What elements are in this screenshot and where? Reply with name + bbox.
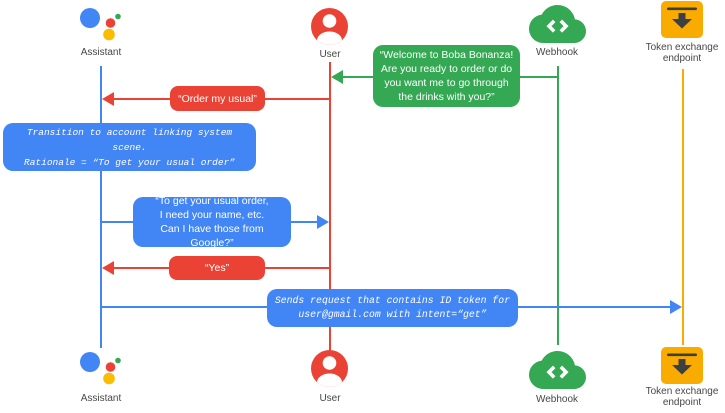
webhook-icon (529, 5, 586, 43)
transition-note: Transition to account linking system sce… (3, 123, 256, 171)
user-label-top: User (319, 49, 341, 60)
token-endpoint-lifeline (682, 69, 684, 345)
webhook-label-bottom: Webhook (535, 394, 579, 405)
welcome-arrowhead (331, 70, 343, 84)
ask-google-message: “To get your usual order, I need your na… (133, 195, 291, 249)
user-lifeline (329, 62, 331, 351)
yes-arrowhead (102, 261, 114, 275)
user-icon (311, 8, 348, 45)
webhook-icon (529, 351, 586, 389)
assistant-label-bottom: Assistant (80, 393, 122, 404)
assistant-lifeline (100, 66, 102, 348)
token-endpoint-label-bottom: Token exchange endpoint (645, 386, 719, 408)
sends-request-message: Sends request that contains ID token for… (267, 289, 518, 327)
user-label-bottom: User (319, 393, 341, 404)
webhook-lifeline (557, 66, 559, 345)
token-endpoint-icon (661, 1, 703, 38)
user-icon (311, 350, 348, 387)
welcome-message: “Welcome to Boba Bonanza! Are you ready … (373, 45, 520, 107)
assistant-label-top: Assistant (80, 47, 122, 58)
ask-google-arrowhead (317, 215, 329, 229)
sends-request-arrowhead (670, 300, 682, 314)
assistant-icon (80, 8, 121, 41)
assistant-icon (80, 352, 121, 385)
order-usual-message: “Order my usual” (170, 86, 265, 111)
yes-message: “Yes” (169, 256, 265, 280)
order-usual-arrowhead (102, 92, 114, 106)
webhook-label-top: Webhook (535, 47, 579, 58)
token-endpoint-label-top: Token exchange endpoint (645, 42, 719, 64)
token-endpoint-icon (661, 347, 703, 384)
